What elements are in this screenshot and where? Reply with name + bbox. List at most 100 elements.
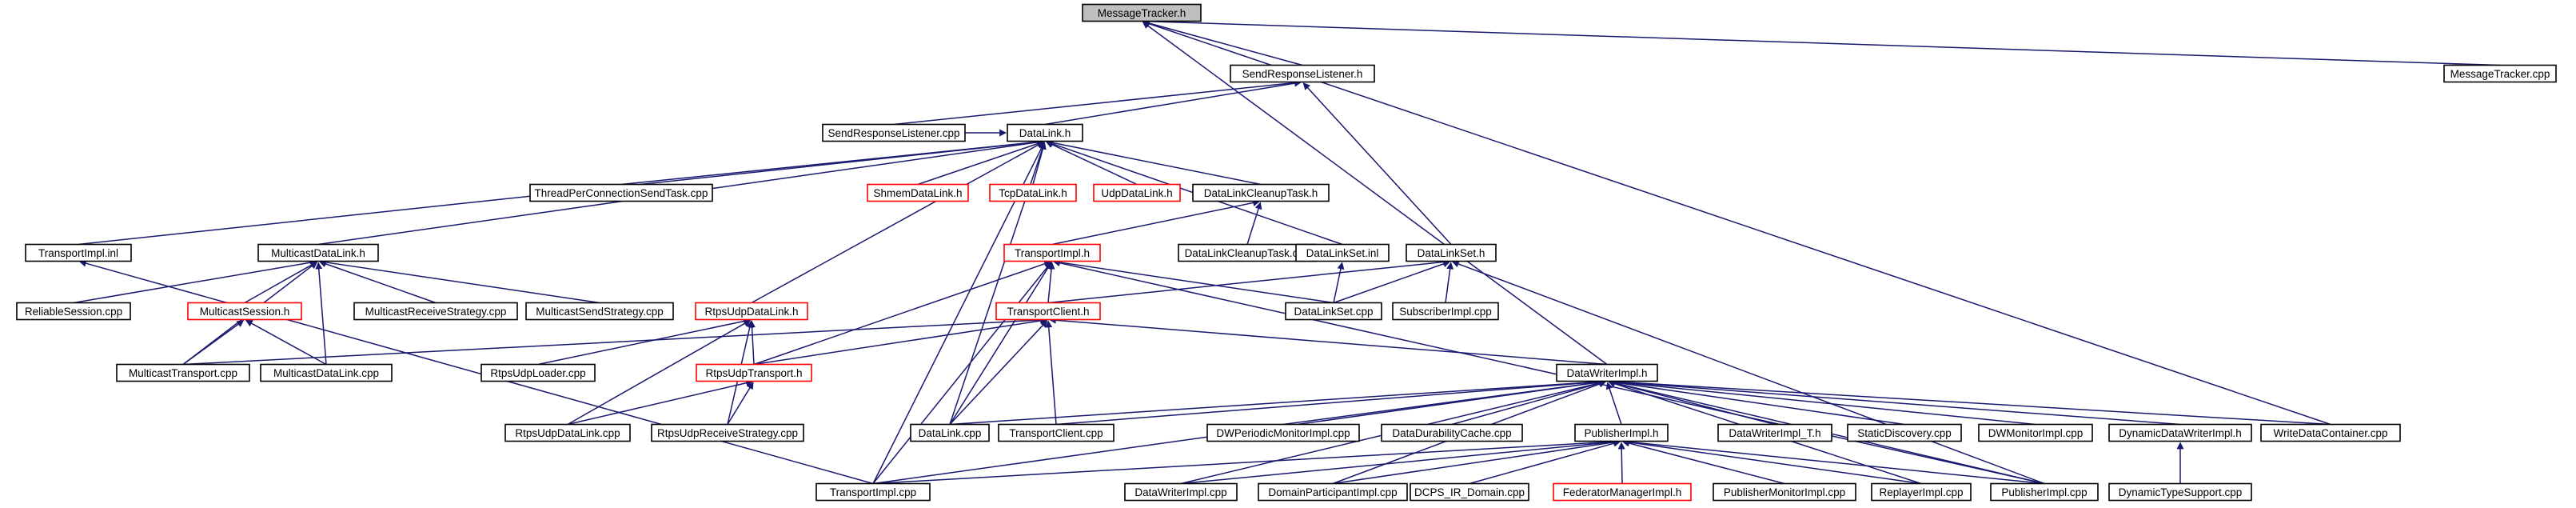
node-box	[1007, 123, 1083, 142]
edge-rtpsudptransport-h-to-transportclient-h	[753, 317, 1048, 366]
node-transportimpl-h[interactable]: TransportImpl.h	[1003, 243, 1101, 262]
node-multicastreceivestrategy-cpp[interactable]: MulticastReceiveStrategy.cpp	[353, 302, 518, 321]
edge-line	[1142, 20, 2331, 426]
node-replayerimpl-cpp[interactable]: ReplayerImpl.cpp	[1871, 482, 1972, 502]
node-multicastdatalink-cpp[interactable]: MulticastDataLink.cpp	[260, 363, 393, 382]
node-rtpsudpdatalink-cpp[interactable]: RtpsUdpDataLink.cpp	[504, 423, 631, 442]
edge-multicastsendstrategy-cpp-to-multicastdatalink-h	[318, 258, 600, 304]
node-datalinkcleanuptask-cpp[interactable]: DataLinkCleanupTask.cpp	[1178, 243, 1317, 262]
node-multicastsendstrategy-cpp[interactable]: MulticastSendStrategy.cpp	[525, 302, 674, 321]
edge-domainparticipantimpl-cpp-to-publisherimpl-h	[1332, 438, 1621, 485]
edge-datadurabilitycache-cpp-to-datawriterimpl-h	[1451, 379, 1607, 426]
edge-sendresponselistener-h-to-messagetracker-h	[1142, 19, 1303, 66]
node-multicasttransport-cpp[interactable]: MulticastTransport.cpp	[116, 363, 250, 382]
node-tcpdatalink-h[interactable]: TcpDataLink.h	[989, 183, 1077, 202]
node-box	[187, 302, 302, 321]
edge-line	[949, 262, 1052, 425]
node-box	[1574, 423, 1669, 442]
node-label: MulticastDataLink.h	[271, 247, 365, 259]
node-label: DataLinkSet.inl	[1306, 247, 1379, 259]
node-transportclient-h[interactable]: TransportClient.h	[995, 302, 1101, 321]
node-label: DataWriterImpl.cpp	[1134, 486, 1226, 498]
node-sendresponselistener-h[interactable]: SendResponseListener.h	[1230, 64, 1375, 83]
edge-dwmonitorimpl-cpp-to-datawriterimpl-h	[1607, 378, 2036, 426]
node-label: TcpDataLink.h	[999, 187, 1067, 199]
edge-line	[73, 258, 318, 304]
node-domainparticipantimpl-cpp[interactable]: DomainParticipantImpl.cpp	[1258, 482, 1408, 502]
node-rtpsudptransport-h[interactable]: RtpsUdpTransport.h	[696, 363, 812, 382]
node-label: DataLinkSet.cpp	[1294, 306, 1373, 318]
node-messagetracker-cpp[interactable]: MessageTracker.cpp	[2443, 64, 2557, 83]
node-staticdiscovery-cpp[interactable]: StaticDiscovery.cpp	[1847, 423, 1962, 442]
node-box	[481, 363, 596, 382]
edge-line	[751, 141, 1045, 304]
node-reliablesession-cpp[interactable]: ReliableSession.cpp	[16, 302, 131, 321]
node-transportclient-cpp[interactable]: TransportClient.cpp	[998, 423, 1115, 442]
node-dynamictypesupport-cpp[interactable]: DynamicTypeSupport.cpp	[2108, 482, 2252, 502]
node-datadurabilitycache-cpp[interactable]: DataDurabilityCache.cpp	[1381, 423, 1523, 442]
node-threadperconnectionsendtask-cpp[interactable]: ThreadPerConnectionSendTask.cpp	[529, 183, 713, 202]
node-label: MessageTracker.cpp	[2450, 68, 2550, 80]
node-box	[1003, 243, 1101, 262]
node-label: StaticDiscovery.cpp	[1857, 427, 1952, 439]
node-subscriberimpl-cpp[interactable]: SubscriberImpl.cpp	[1392, 302, 1499, 321]
node-multicastsession-h[interactable]: MulticastSession.h	[187, 302, 302, 321]
node-label: UdpDataLink.h	[1101, 187, 1172, 199]
node-writedatacontainer-cpp[interactable]: WriteDataContainer.cpp	[2260, 423, 2401, 442]
node-dwmonitorimpl-cpp[interactable]: DWMonitorImpl.cpp	[1978, 423, 2093, 442]
node-dcps-ir-domain-cpp[interactable]: DCPS_IR_Domain.cpp	[1410, 482, 1529, 502]
node-datalink-cpp[interactable]: DataLink.cpp	[910, 423, 990, 442]
edge-datalink-h-to-sendresponselistener-h	[1044, 79, 1302, 126]
edge-line	[1047, 258, 1451, 304]
node-datalinkset-inl[interactable]: DataLinkSet.inl	[1295, 243, 1390, 262]
node-datawriterimpl-h[interactable]: DataWriterImpl.h	[1556, 363, 1658, 382]
node-datalinkcleanuptask-h[interactable]: DataLinkCleanupTask.h	[1192, 183, 1330, 202]
edge-line	[567, 319, 752, 426]
node-sendresponselistener-cpp[interactable]: SendResponseListener.cpp	[822, 123, 966, 142]
edge-line	[1180, 438, 1621, 485]
node-multicastdatalink-h[interactable]: MulticastDataLink.h	[257, 243, 379, 262]
edge-rtpsudptransport-h-to-transportimpl-h	[753, 260, 1052, 366]
node-transportimpl-cpp[interactable]: TransportImpl.cpp	[815, 482, 931, 502]
node-publisherimpl-h[interactable]: PublisherImpl.h	[1574, 423, 1669, 442]
edge-dynamicdatawriterimpl-h-to-datawriterimpl-h	[1607, 378, 2181, 426]
edge-rtpsudploader-cpp-to-rtpsudpdatalink-h	[537, 318, 752, 366]
node-datawriterimpl-t-h[interactable]: DataWriterImpl_T.h	[1717, 423, 1832, 442]
edge-line	[1045, 320, 1057, 425]
edge-datalinkset-cpp-to-datalinkset-h	[1333, 260, 1451, 304]
node-label: SubscriberImpl.cpp	[1399, 306, 1492, 318]
node-label: RtpsUdpLoader.cpp	[490, 367, 585, 379]
edge-line	[1445, 262, 1454, 303]
edge-transportclient-h-to-datalinkset-h	[1047, 258, 1451, 304]
node-shmemdatalink-h[interactable]: ShmemDataLink.h	[867, 183, 969, 202]
node-federatormanagerimpl-h[interactable]: FederatorManagerImpl.h	[1553, 482, 1692, 502]
node-label: TransportImpl.inl	[38, 247, 118, 259]
node-rtpsudpreceivestrategy-cpp[interactable]: RtpsUdpReceiveStrategy.cpp	[651, 423, 804, 442]
node-dwperiodicmonitorimpl-cpp[interactable]: DWPeriodicMonitorImpl.cpp	[1206, 423, 1360, 442]
node-udpdatalink-h[interactable]: UdpDataLink.h	[1093, 183, 1181, 202]
node-datawriterimpl-cpp[interactable]: DataWriterImpl.cpp	[1124, 482, 1238, 502]
node-rtpsudploader-cpp[interactable]: RtpsUdpLoader.cpp	[481, 363, 596, 382]
edge-line	[1055, 378, 1607, 426]
node-label: DWPeriodicMonitorImpl.cpp	[1216, 427, 1350, 439]
node-label: DataLink.h	[1019, 127, 1071, 139]
node-box	[25, 243, 132, 262]
node-label: MulticastSession.h	[200, 306, 290, 318]
node-datalink-h[interactable]: DataLink.h	[1007, 123, 1083, 142]
node-dynamicdatawriterimpl-h[interactable]: DynamicDataWriterImpl.h	[2108, 423, 2252, 442]
node-publisherimpl-cpp[interactable]: PublisherImpl.cpp	[1990, 482, 2099, 502]
node-transportimpl-inl[interactable]: TransportImpl.inl	[25, 243, 132, 262]
node-box	[696, 363, 812, 382]
node-rtpsudpdatalink-h[interactable]: RtpsUdpDataLink.h	[695, 302, 808, 321]
node-label: TransportClient.h	[1007, 306, 1089, 318]
edge-line	[949, 320, 1048, 426]
node-label: SendResponseListener.cpp	[827, 127, 959, 139]
node-datalinkset-h[interactable]: DataLinkSet.h	[1406, 243, 1497, 262]
edge-datawriterimpl-h-to-messagetracker-h	[1142, 22, 1608, 366]
node-label: SendResponseListener.h	[1242, 68, 1363, 80]
edge-federatormanagerimpl-h-to-publisherimpl-h	[1617, 442, 1625, 484]
node-datalinkset-cpp[interactable]: DataLinkSet.cpp	[1285, 302, 1382, 321]
node-box	[353, 302, 518, 321]
node-box	[257, 243, 379, 262]
node-publishermonitorimpl-cpp[interactable]: PublisherMonitorImpl.cpp	[1713, 482, 1856, 502]
